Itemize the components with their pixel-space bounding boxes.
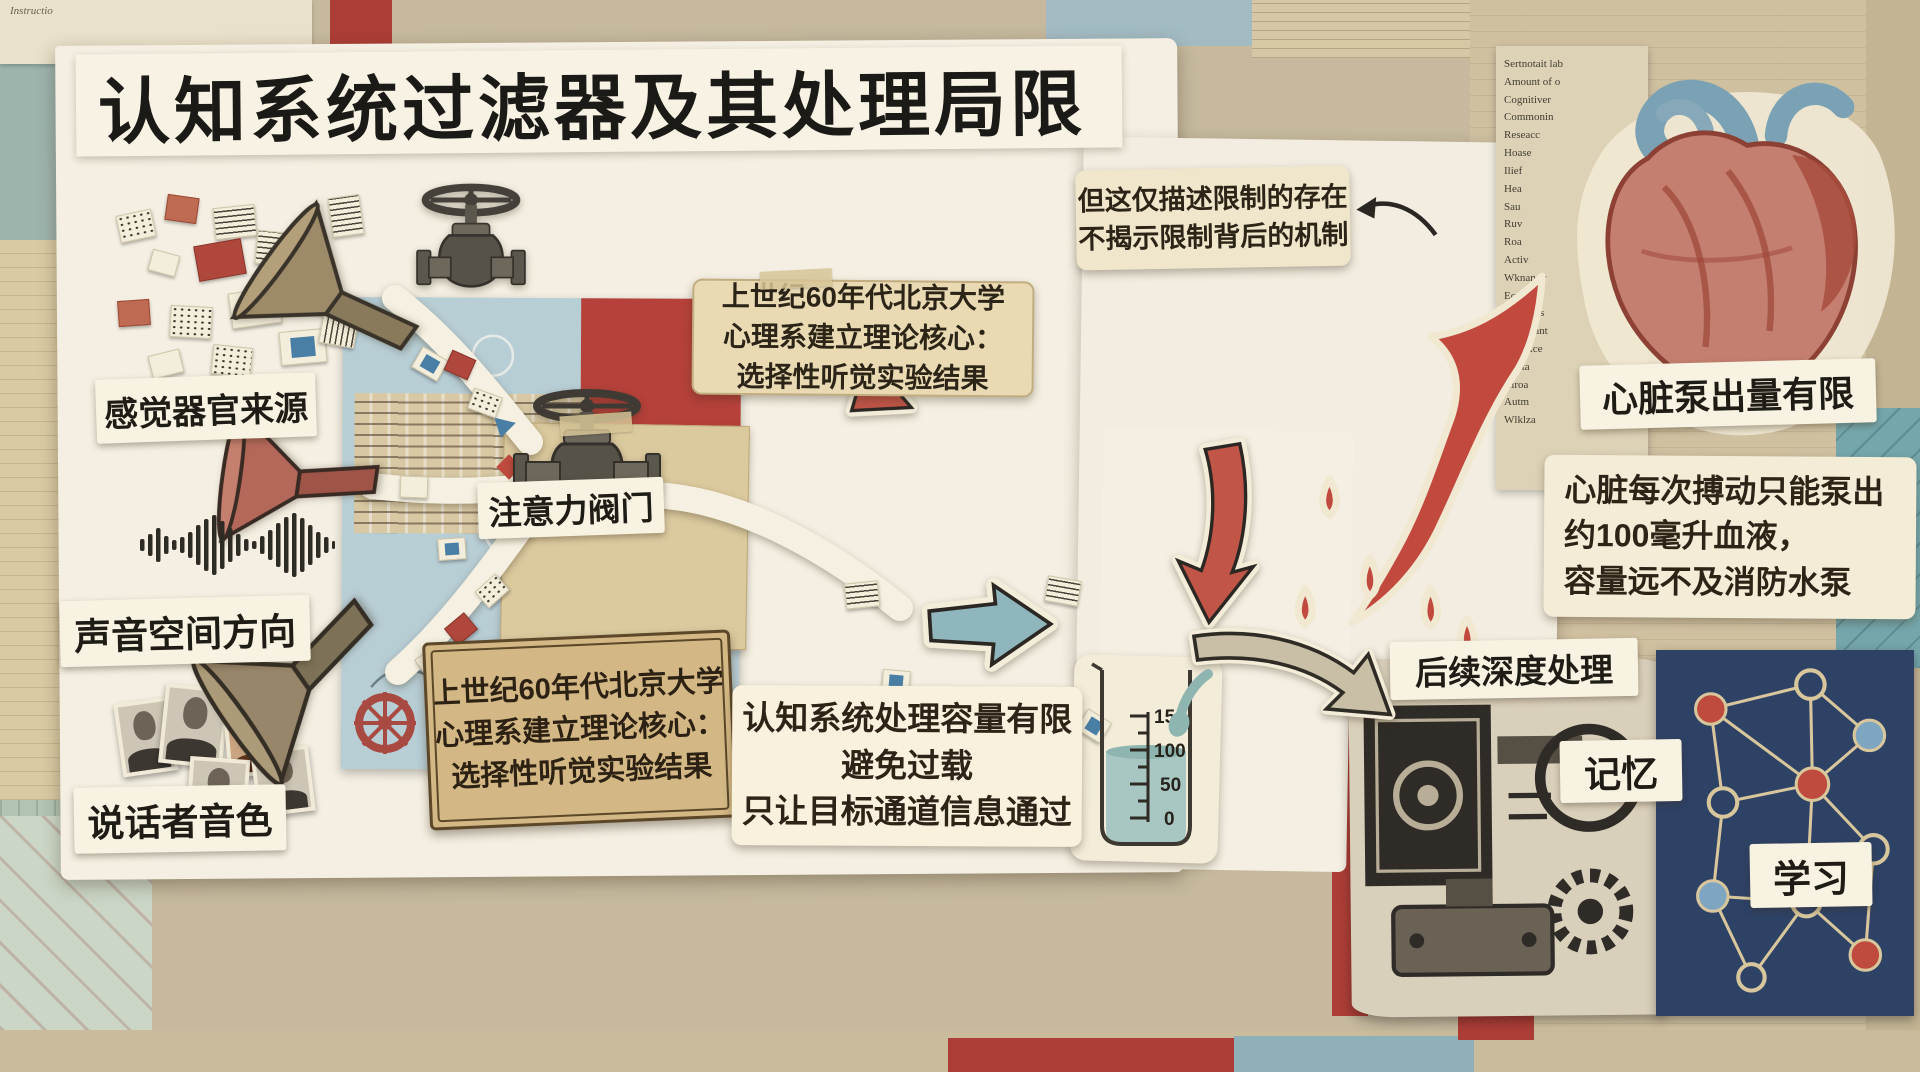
capacity-note-line2: 避免过载 [840,746,974,784]
beaker-scale-50: 50 [1160,775,1181,796]
newspaper-line: Autm [1504,396,1530,409]
newspaper-line: Activ [1504,253,1529,266]
newspaper-line: Wlklza [1504,414,1536,427]
label-memory: 记忆 [1559,738,1683,804]
newspaper-line: Roa [1504,236,1522,249]
background-bottom-red [948,1038,1234,1072]
gray-arrow-downright-icon [1176,620,1408,738]
scrap-note-text: Instructio [10,5,53,17]
beaker-scale-100: 100 [1154,741,1186,762]
beaker-icon: 150 100 50 0 [1076,660,1216,860]
theory-note-bottom-line1: 上世纪60年代北京大学 [430,665,726,711]
theory-note-top-line2: 心理系建立理论核心： [722,320,1004,355]
label-sound-direction: 声音空间方向 [59,594,311,668]
label-heart-output: 心脏泵出量有限 [1579,358,1877,430]
label-attention-valve-text: 注意力阀门 [487,489,655,532]
newspaper-line: Sertnotait lab [1504,58,1563,70]
background-bottom-blue [1234,1036,1474,1072]
label-speaker-timbre: 说话者音色 [73,784,287,854]
red-arrow-down-icon [1146,438,1274,630]
ship-wheel-icon [350,688,420,758]
label-learning: 学习 [1749,841,1873,909]
heart-note: 心脏每次搏动只能泵出 约100毫升血液， 容量远不及消防水泵 [1543,454,1917,620]
label-sensory-source-text: 感觉器官来源 [103,388,309,435]
label-sound-direction-text: 声音空间方向 [73,611,297,658]
limitation-note-line1: 但这仅描述限制的存在 [1077,181,1348,217]
network-graph-icon [1694,668,1890,993]
heart-note-line1: 心脏每次搏动只能泵出 [1564,471,1885,510]
page-title: 认知系统过滤器及其处理局限 [97,60,1087,154]
capacity-note-line3: 只让目标通道信息通过 [741,792,1072,832]
theory-note-bottom: 上世纪60年代北京大学 心理系建立理论核心： 选择性听觉实验结果 [422,629,738,831]
newspaper-line: Sau [1504,200,1521,213]
newspaper-line: Ilief [1504,164,1523,177]
label-deep-processing-text: 后续深度处理 [1414,651,1614,692]
beaker-scale-0: 0 [1164,809,1175,830]
capacity-note-line1: 认知系统处理容量有限 [742,698,1073,738]
limitation-note-line2: 不揭示限制背后的机制 [1078,219,1349,255]
ribbon-tile [437,537,467,561]
ribbon-tile [843,580,881,610]
heart-anatomy-icon [1552,44,1920,474]
label-heart-output-text: 心脏泵出量有限 [1601,372,1855,421]
theory-note-top-line3: 选择性听觉实验结果 [736,360,989,394]
newspaper-line: Hoase [1504,147,1532,160]
heart-note-line3: 容量远不及消防水泵 [1563,562,1852,601]
flow-arrow-right-icon [920,576,1058,672]
background-red-square [330,0,392,44]
newspaper-line: Hea [1504,182,1522,195]
newspaper-line: Reseacc [1504,129,1541,142]
blood-splash-icon [1268,262,1553,657]
label-memory-text: 记忆 [1583,753,1659,796]
title-banner: 认知系统过滤器及其处理局限 [75,45,1123,157]
newspaper-line: Commonin [1504,111,1554,124]
newspaper-line: Amount of o [1504,75,1561,88]
label-deep-processing: 后续深度处理 [1389,637,1639,701]
black-arrow-left-icon [1350,188,1442,242]
valve-icon [412,168,530,318]
label-sensory-source: 感觉器官来源 [94,372,318,444]
label-speaker-timbre-text: 说话者音色 [87,800,273,845]
limitation-note: 但这仅描述限制的存在 不揭示限制背后的机制 [1075,165,1351,271]
theory-note-bottom-line3: 选择性听觉实验结果 [450,750,713,794]
heart-note-line2: 约100毫升血液， [1563,517,1810,555]
ribbon-tile [399,475,429,499]
theory-note-top: 上世纪60年代北京大学 心理系建立理论核心： 选择性听觉实验结果 [691,278,1035,398]
newspaper-line: Cognitiver [1504,93,1552,106]
network-panel [1656,650,1914,1016]
theory-note-bottom-line2: 心理系建立理论核心： [434,707,726,753]
waveform-icon [136,502,336,588]
label-learning-text: 学习 [1772,857,1850,902]
tape-piece [759,268,833,290]
capacity-note: 认知系统处理容量有限 避免过载 只让目标通道信息通过 [731,685,1083,847]
label-attention-valve: 注意力阀门 [477,476,665,540]
newspaper-line: Ruv [1504,218,1523,231]
funnel-icon [216,185,458,425]
funnel-icon [209,394,395,575]
